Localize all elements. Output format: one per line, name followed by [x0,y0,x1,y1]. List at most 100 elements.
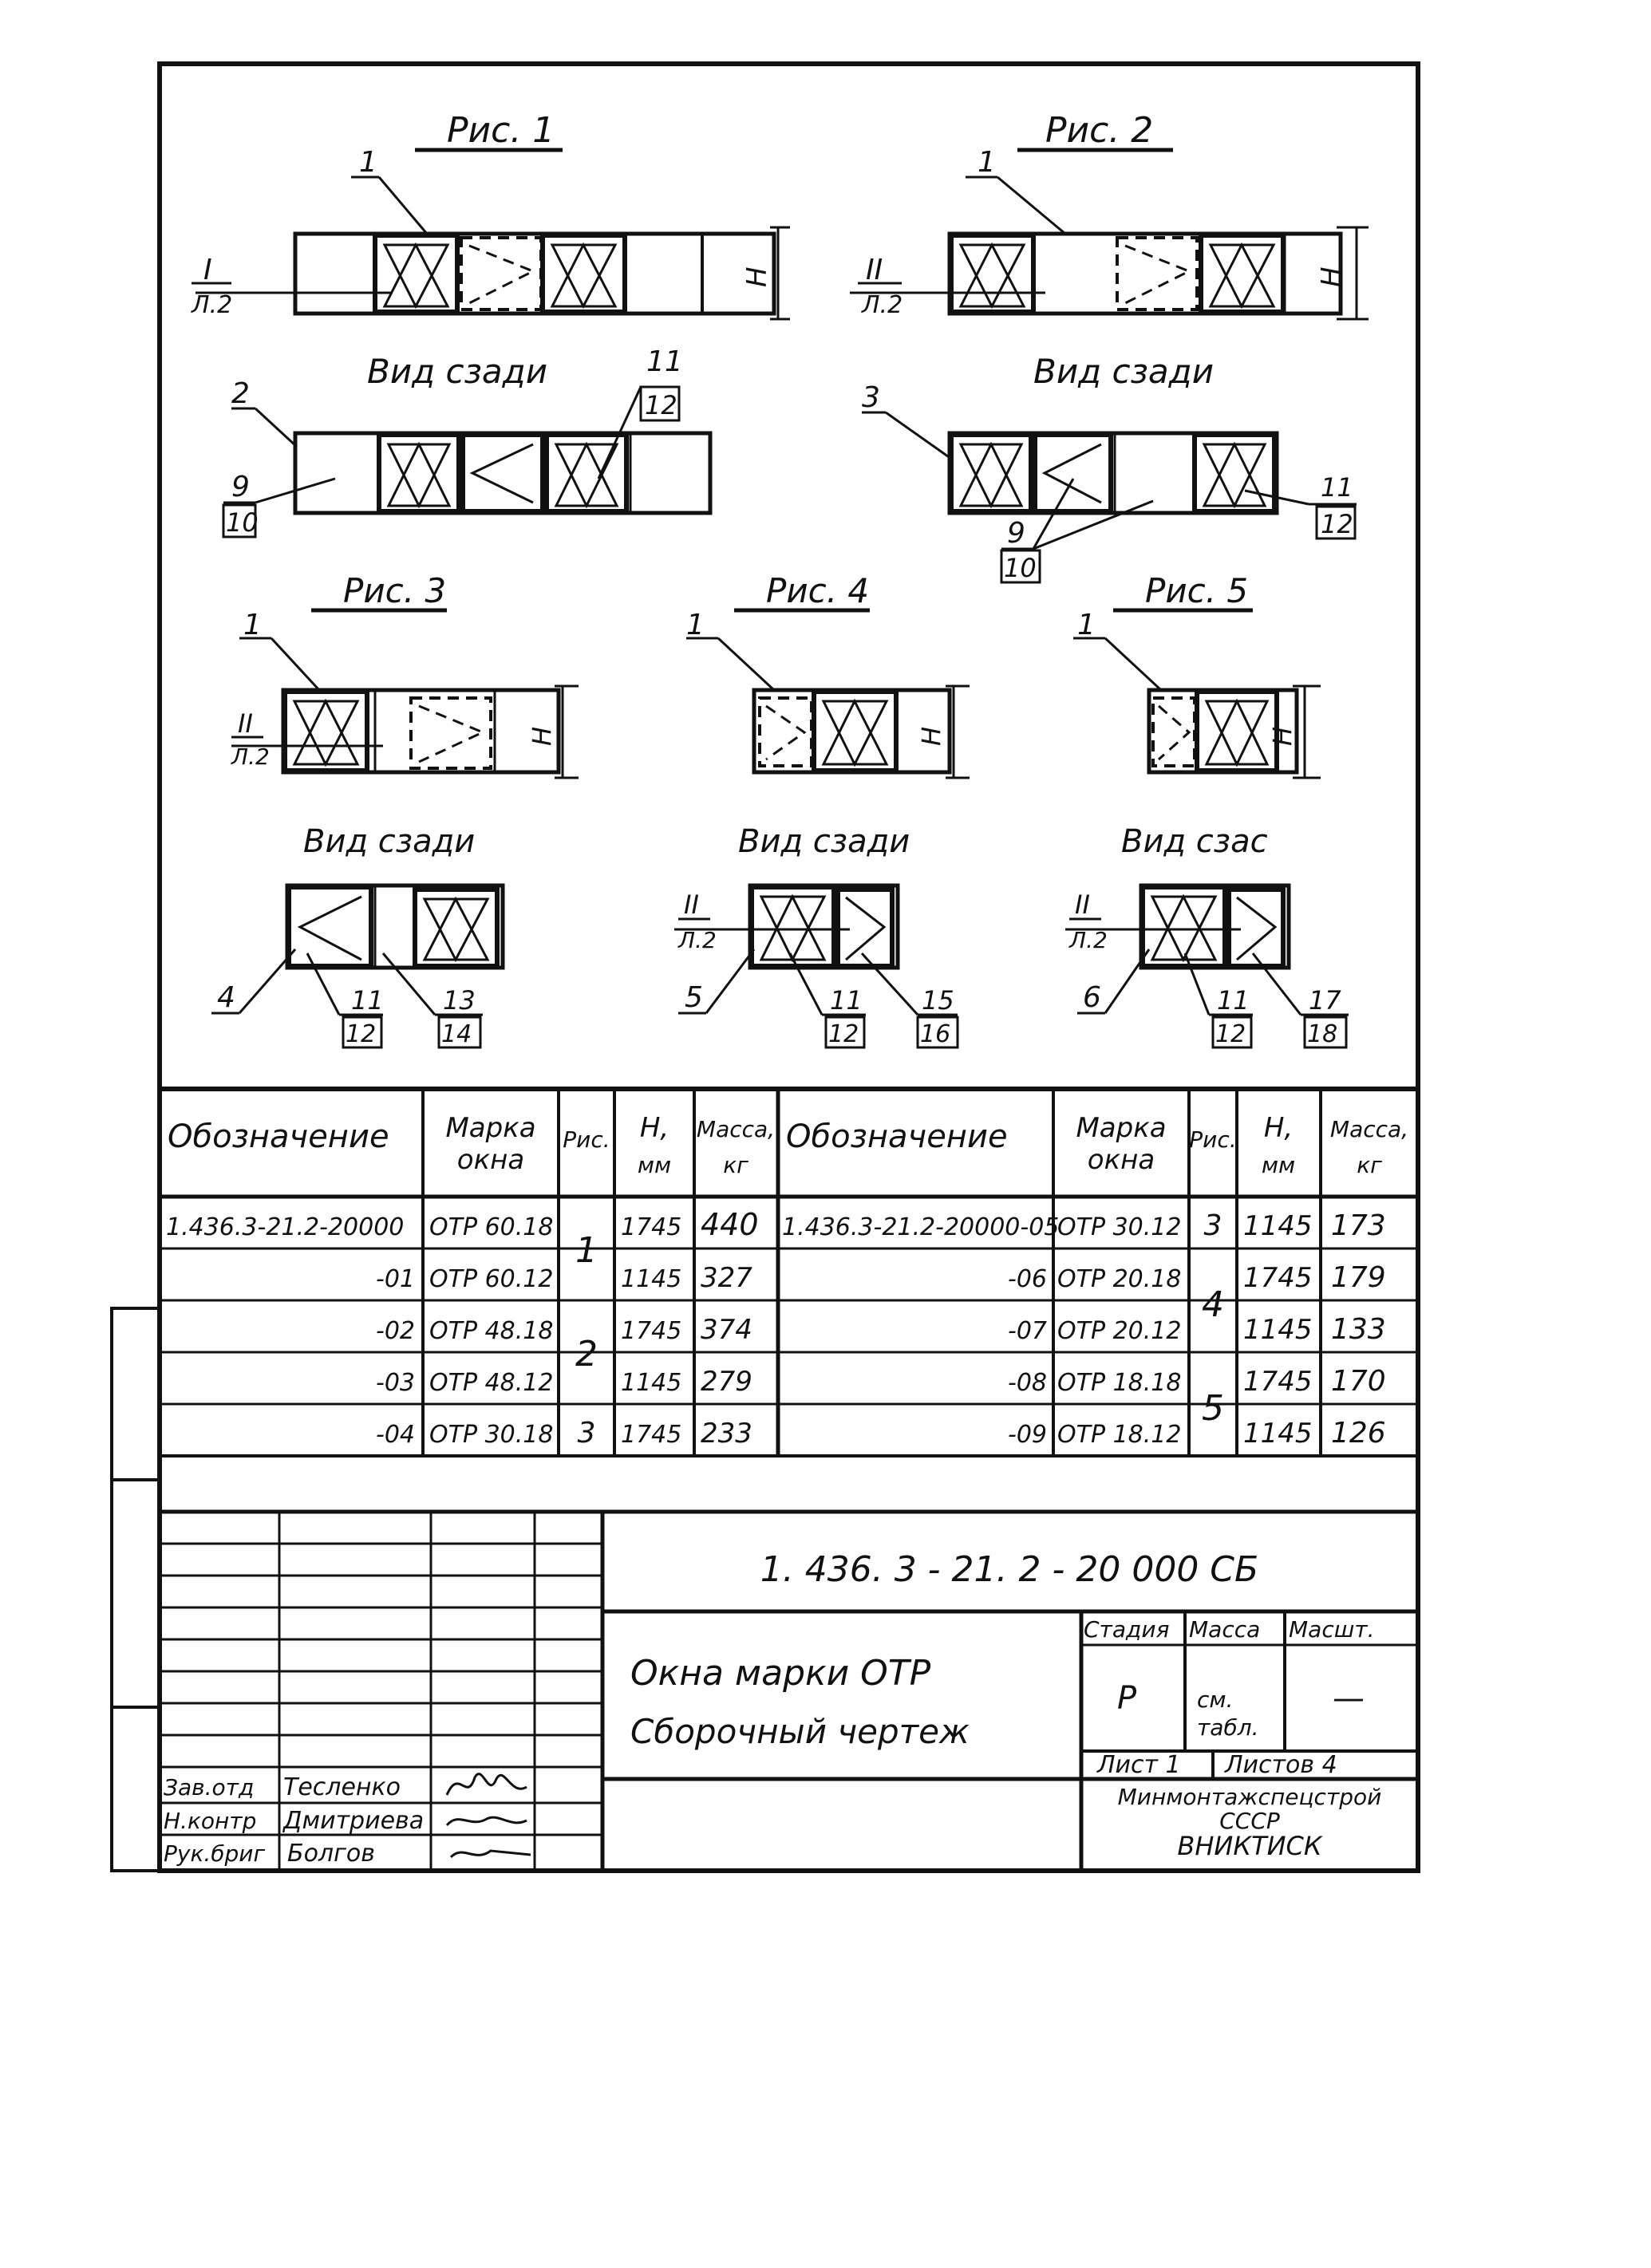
fig5-label-18: 18 [1307,1020,1337,1048]
table-cell: 440 [701,1207,759,1242]
window-sash-closed [377,432,461,514]
figure-2-title: Рис. 2 [1045,110,1153,151]
fig4-label-12: 12 [828,1020,859,1048]
window-sash-closed [949,233,1036,314]
table-cell: ОТР 20.18 [1057,1265,1181,1293]
signature-name: Дмитриева [282,1807,424,1835]
table-cell: ОТР 60.18 [429,1213,553,1241]
figure-4-title: Рис. 4 [766,571,869,610]
binding-margin-column [110,1307,161,1872]
window-sash-open [286,885,373,968]
header-mark-2: окна [457,1144,524,1176]
fig4-label-16: 16 [920,1020,950,1048]
fig1-rear-mark: 2 [231,377,250,410]
fig4-label-11: 11 [830,985,863,1016]
fig2-dimension-H: Н [1316,266,1348,287]
window-sash-open [1033,432,1113,514]
header-h-2: мм [638,1152,671,1178]
table-cell: -01 [376,1265,415,1293]
fig2-section-number: II [866,254,883,286]
window-sash-closed [282,689,369,773]
fig2-rear-mark: 3 [862,381,880,414]
figure-1: Рис. 1 1 I Л.2 Н Вид сзади [191,110,790,538]
fig2-label-10: 10 [1004,553,1037,583]
figure-3: Рис. 3 1 II Л.2 Н Вид сзади [211,571,579,1049]
doc-code: 1. 436. 3 - 21. 2 - 20 000 СБ [760,1549,1258,1590]
fig2-label-11: 11 [1321,472,1353,503]
table-cell: ОТР 18.12 [1057,1421,1181,1449]
header-mass-right-2: кг [1357,1152,1382,1178]
fig5-label-17: 17 [1309,985,1341,1016]
fig1-label-9: 9 [231,471,250,503]
figure-5-title: Рис. 5 [1145,571,1248,610]
fig3-leader-label: 1 [243,609,262,641]
header-h: Н, [640,1112,669,1144]
scale-value: — [1333,1680,1365,1717]
fig2-section-sheet: Л.2 [861,291,903,319]
figure-5: Рис. 5 1 Н Вид сзас II Л.2 6 [1065,571,1349,1049]
fig5-section-number: II [1075,889,1090,920]
header-fig: Рис. [563,1126,610,1153]
fig5-label-12: 12 [1215,1020,1246,1048]
window-sash-dashed [460,236,543,311]
header-fig-right: Рис. [1189,1126,1236,1153]
sheet-frame [157,61,1420,1873]
fig4-rear-mark: 5 [685,981,703,1014]
table-cell: 279 [701,1366,752,1398]
header-mark-right: Марка [1076,1112,1166,1144]
fig4-rear-view-title: Вид сзади [738,823,910,860]
window-sash-closed [749,885,836,968]
table-cell: 1145 [621,1369,681,1397]
fig5-rear-mark: 6 [1083,981,1101,1014]
fig2-label-12: 12 [1321,509,1353,539]
header-mark: Марка [445,1112,535,1144]
table-cell: -08 [1008,1369,1047,1397]
fig1-label-12: 12 [645,390,677,420]
header-h-right: Н, [1264,1112,1293,1144]
fig-group-cell: 5 [1202,1388,1224,1429]
window-sash-closed [1140,885,1227,968]
mass-value-2: табл. [1197,1714,1259,1741]
table-cell: 327 [701,1262,752,1294]
window-sash-dashed [1151,696,1196,767]
fig3-rear-mark: 4 [217,981,235,1014]
fig3-label-14: 14 [441,1020,472,1048]
table-cell: 1145 [621,1265,681,1293]
table-cell: 1.436.3-21.2-20000-05 [782,1213,1059,1241]
window-sash-closed [812,689,899,773]
fig-group-cell: 3 [1204,1209,1222,1242]
signature-name: Тесленко [283,1773,401,1801]
signature-role: Н.контр [164,1808,256,1834]
fig3-label-13: 13 [443,985,476,1016]
table-cell: ОТР 30.12 [1057,1213,1181,1241]
table-cell: 1745 [621,1317,681,1345]
table-cell: ОТР 20.12 [1057,1317,1181,1345]
table-cell: 1745 [621,1213,681,1241]
stage-header: Стадия [1084,1616,1169,1643]
doc-name-line2: Сборочный чертеж [630,1712,970,1751]
figure-2: Рис. 2 1 II Л.2 Н Вид сзади [850,110,1369,584]
org-line2: СССР [1219,1808,1280,1834]
fig4-label-15: 15 [922,985,954,1016]
fig5-leader-label: 1 [1077,609,1096,641]
fig1-dimension-H: Н [741,266,773,287]
fig3-dimension-H: Н [527,727,557,746]
fig3-rear-view-title: Вид сзади [303,823,475,860]
table-cell: ОТР 18.18 [1057,1369,1181,1397]
sheet-number: Лист 1 [1096,1751,1181,1779]
table-cell: ОТР 48.12 [429,1369,553,1397]
fig4-section-sheet: Л.2 [677,927,717,953]
window-sash-dashed [409,696,492,770]
table-cell: 1745 [1243,1366,1313,1398]
fig5-label-11: 11 [1217,985,1250,1016]
table-cell: -06 [1008,1265,1047,1293]
table-cell: 374 [701,1314,752,1346]
table-cell: -03 [376,1369,415,1397]
window-sash-closed [1192,432,1277,514]
fig-group-cell: 2 [575,1334,598,1375]
window-sash-closed [1195,689,1279,773]
spec-table: Обозначение Марка окна Рис. Н, мм Масса,… [160,1087,1418,1514]
header-h-right-2: мм [1262,1152,1295,1178]
signature-scribble [445,1773,527,1796]
fig1-label-11: 11 [646,345,683,378]
